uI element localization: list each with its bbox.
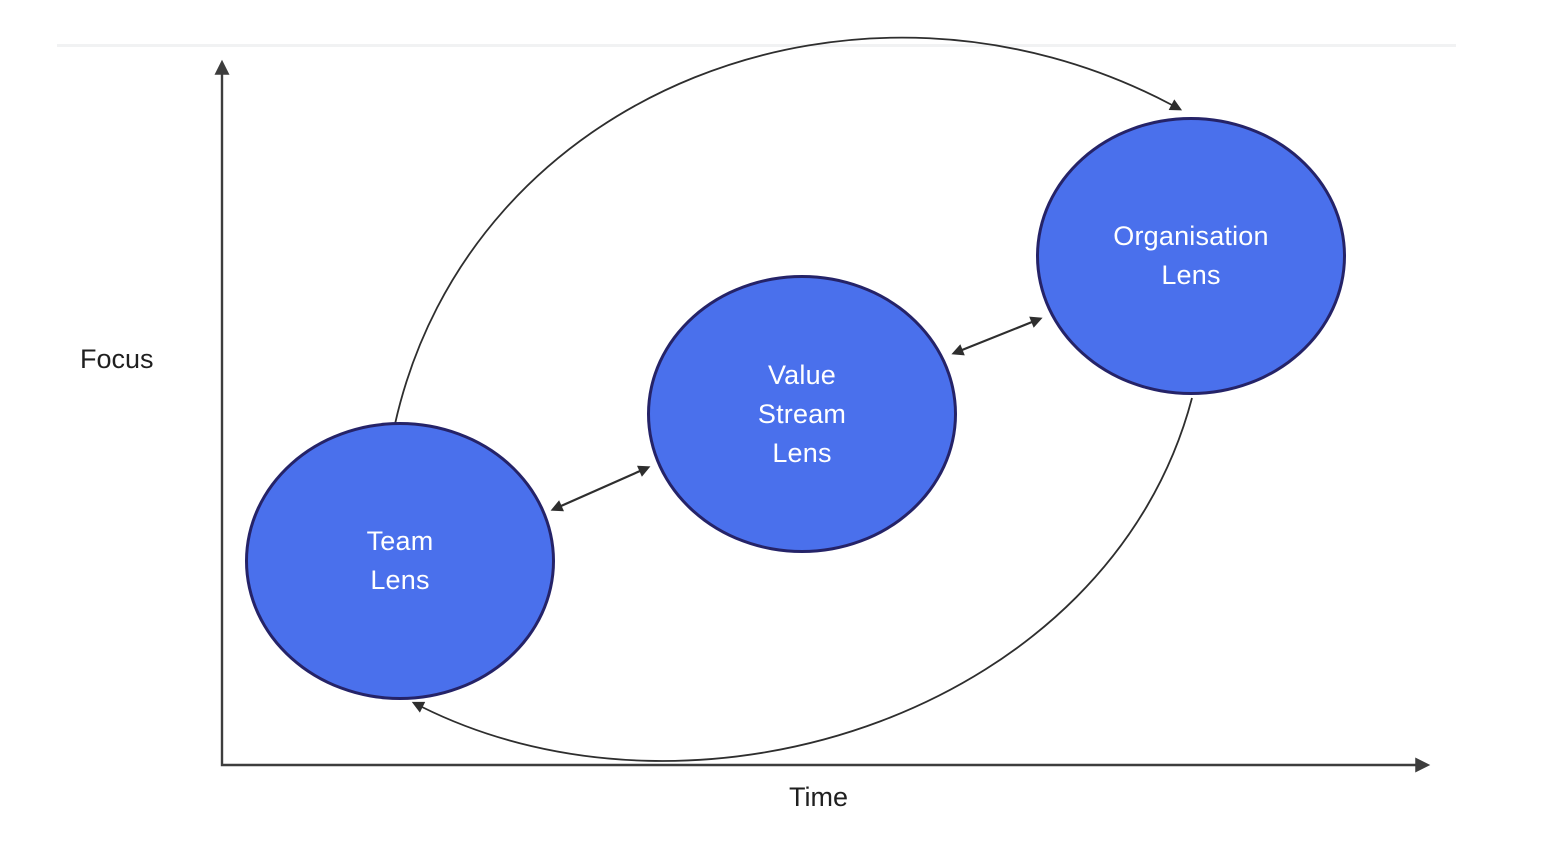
node-organisation-lens-label: Organisation Lens	[1113, 221, 1269, 290]
node-value-stream-lens-label: Value Stream Lens	[757, 359, 847, 468]
arrow-team-value	[550, 465, 651, 512]
arrow-value-organisation	[951, 316, 1043, 356]
node-organisation-lens: Organisation Lens	[1036, 117, 1346, 395]
node-team-lens-label: Team Lens	[366, 526, 434, 595]
cycle-arrow-top	[394, 36, 1183, 425]
y-axis-label: Focus	[80, 344, 154, 374]
cycle-arrow-bottom	[411, 397, 1193, 762]
xy-axes	[214, 59, 1431, 773]
top-separator-line	[57, 44, 1456, 47]
node-value-stream-lens: Value Stream Lens	[647, 275, 957, 553]
node-team-lens: Team Lens	[245, 422, 555, 700]
x-axis-label: Time	[789, 782, 848, 812]
